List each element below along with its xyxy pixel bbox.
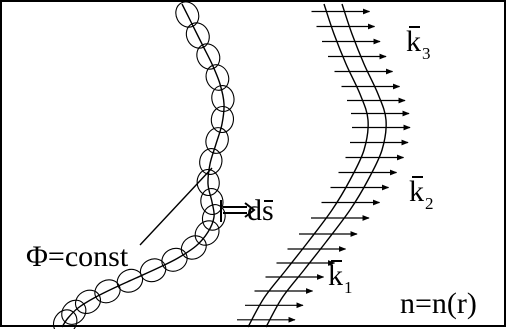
- wavelet-arc: [194, 220, 220, 246]
- ray-arrows: [237, 8, 411, 323]
- wavelet-arc: [205, 127, 229, 154]
- wavelet-arc: [175, 2, 200, 28]
- wavelet-arc: [161, 247, 188, 272]
- wavelet-arc: [180, 235, 207, 260]
- wavelet-arc: [61, 299, 87, 325]
- wavelet-arc: [205, 64, 230, 91]
- wavefront-outer: [265, 3, 387, 328]
- wavelet-arc: [116, 268, 144, 293]
- wavefront-inner: [247, 3, 369, 328]
- phi-leader-line: [139, 167, 213, 246]
- wavefront-curve: [61, 3, 225, 328]
- wavelet-arc: [185, 22, 210, 49]
- wavelet-arc: [74, 289, 102, 314]
- ds-vector-letter: s: [262, 194, 274, 227]
- wavelet-arc: [210, 105, 235, 134]
- k3-subscript: 3: [422, 44, 431, 63]
- refractive-index-label: n=n(r): [400, 287, 477, 320]
- wavelet-arc: [211, 85, 235, 112]
- k1-subscript: 1: [344, 278, 353, 297]
- wavelet-arc: [196, 43, 221, 70]
- k2-label: k2: [409, 175, 434, 213]
- wavelet-arc: [201, 204, 226, 231]
- ds-vector-arrow: [220, 200, 256, 222]
- wavelet-arc: [94, 279, 121, 304]
- k2-subscript: 2: [425, 194, 434, 213]
- wavelet-arc: [200, 187, 224, 216]
- wavefront-phi-const: [61, 3, 225, 328]
- k3-label: k3: [406, 25, 431, 63]
- phi-const-label: Φ=const: [26, 240, 129, 273]
- k1-label: k1: [328, 259, 353, 297]
- huygens-wavelets: [52, 2, 235, 329]
- wavelet-arc: [199, 148, 223, 175]
- wavefront-pair: [247, 3, 387, 328]
